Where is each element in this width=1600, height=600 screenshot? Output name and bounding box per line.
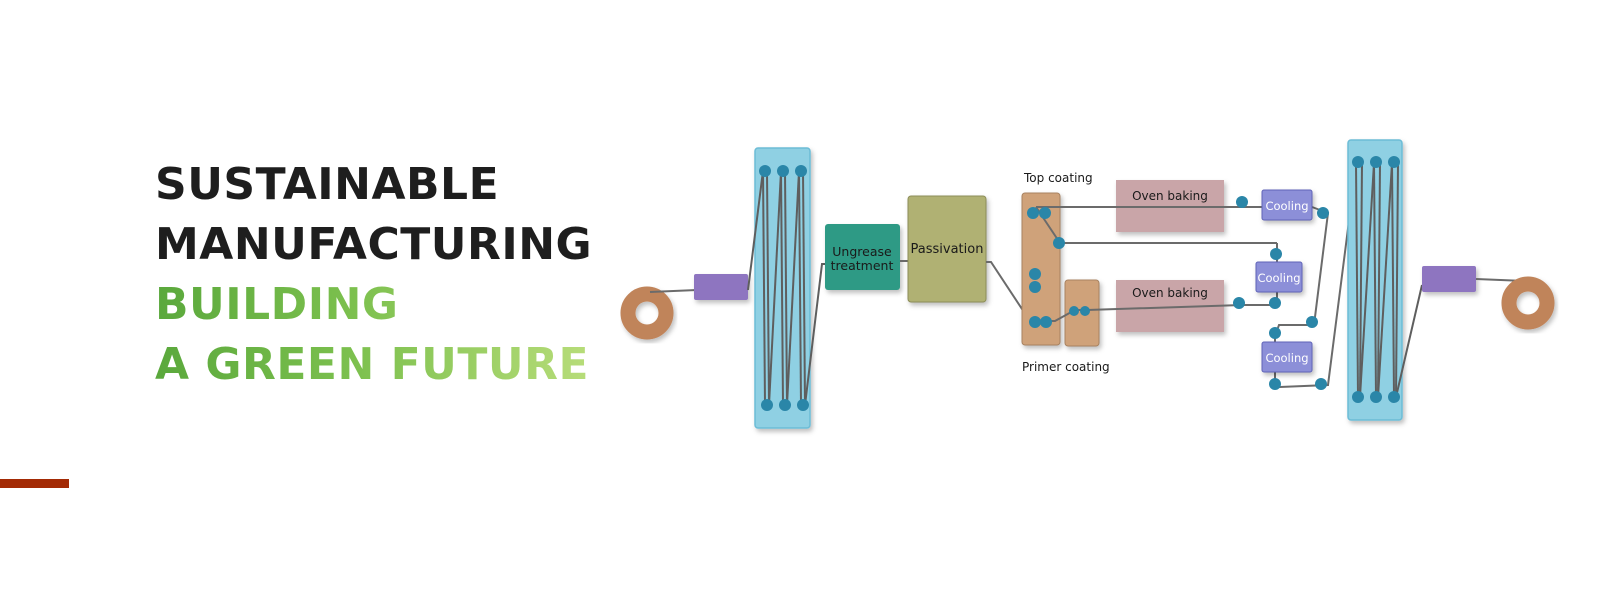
- accent-bar: [0, 479, 69, 488]
- roller-icon: [1233, 297, 1245, 309]
- roller-icon: [1029, 268, 1041, 280]
- roller-icon: [779, 399, 791, 411]
- oven-bottom-label: Oven baking: [1132, 286, 1208, 300]
- cooling-3-label: Cooling: [1265, 351, 1308, 365]
- roller-icon: [1317, 207, 1329, 219]
- roller-icon: [1388, 156, 1400, 168]
- heading-line-building: BUILDING: [155, 275, 592, 335]
- exit-feeder: [1422, 266, 1476, 292]
- roller-icon: [1236, 196, 1248, 208]
- roller-icon: [1269, 297, 1281, 309]
- roller-icon: [795, 165, 807, 177]
- roller-icon: [1053, 237, 1065, 249]
- roller-icon: [1352, 391, 1364, 403]
- ungrease-treatment-stage: Ungrease treatment: [825, 224, 900, 290]
- exit-accumulator: [1347, 139, 1423, 421]
- ungrease-label-line2: treatment: [831, 258, 894, 273]
- cooling-unit-3: Cooling: [1261, 341, 1313, 373]
- entry-coil-icon: [620, 286, 674, 340]
- roller-icon: [1306, 316, 1318, 328]
- roller-icon: [1269, 327, 1281, 339]
- oven-top-label: Oven baking: [1132, 189, 1208, 203]
- roller-icon: [1080, 306, 1090, 316]
- strip-line: [649, 289, 698, 293]
- roller-icon: [777, 165, 789, 177]
- entry-feeder: [694, 274, 748, 300]
- cooling-unit-2: Cooling: [1255, 261, 1303, 293]
- heading-line-green-future: A GREEN FUTURE: [155, 335, 592, 395]
- cooling-2-label: Cooling: [1257, 271, 1300, 285]
- roller-icon: [1040, 316, 1052, 328]
- roller-icon: [1352, 156, 1364, 168]
- roller-icon: [797, 399, 809, 411]
- roller-icon: [1269, 378, 1281, 390]
- passivation-label: Passivation: [911, 242, 984, 257]
- roller-icon: [1069, 306, 1079, 316]
- ungrease-label-line1: Ungrease: [832, 244, 892, 259]
- page-heading: SUSTAINABLE MANUFACTURING BUILDING A GRE…: [155, 155, 592, 395]
- recoiler: [1422, 266, 1555, 330]
- uncoiler: [620, 274, 748, 340]
- roller-icon: [1039, 207, 1051, 219]
- coating-rollers: [1027, 196, 1329, 390]
- roller-icon: [759, 165, 771, 177]
- roller-icon: [1027, 207, 1039, 219]
- cooling-1-label: Cooling: [1265, 199, 1308, 213]
- roller-icon: [1029, 316, 1041, 328]
- roller-icon: [1388, 391, 1400, 403]
- top-coater: [1021, 192, 1061, 346]
- top-coating-label: Top coating: [1023, 171, 1093, 185]
- primer-coating-label: Primer coating: [1022, 360, 1110, 374]
- exit-coil-icon: [1501, 276, 1555, 330]
- heading-line-manufacturing: MANUFACTURING: [155, 219, 593, 270]
- roller-icon: [1029, 281, 1041, 293]
- roller-icon: [761, 399, 773, 411]
- entry-accumulator: [747, 147, 828, 429]
- roller-icon: [1270, 248, 1282, 260]
- roller-icon: [1315, 378, 1327, 390]
- roller-icon: [1370, 391, 1382, 403]
- cooling-unit-1: Cooling: [1261, 189, 1313, 221]
- heading-line-sustainable: SUSTAINABLE: [155, 159, 500, 210]
- roller-icon: [1370, 156, 1382, 168]
- passivation-stage: Passivation: [907, 195, 987, 303]
